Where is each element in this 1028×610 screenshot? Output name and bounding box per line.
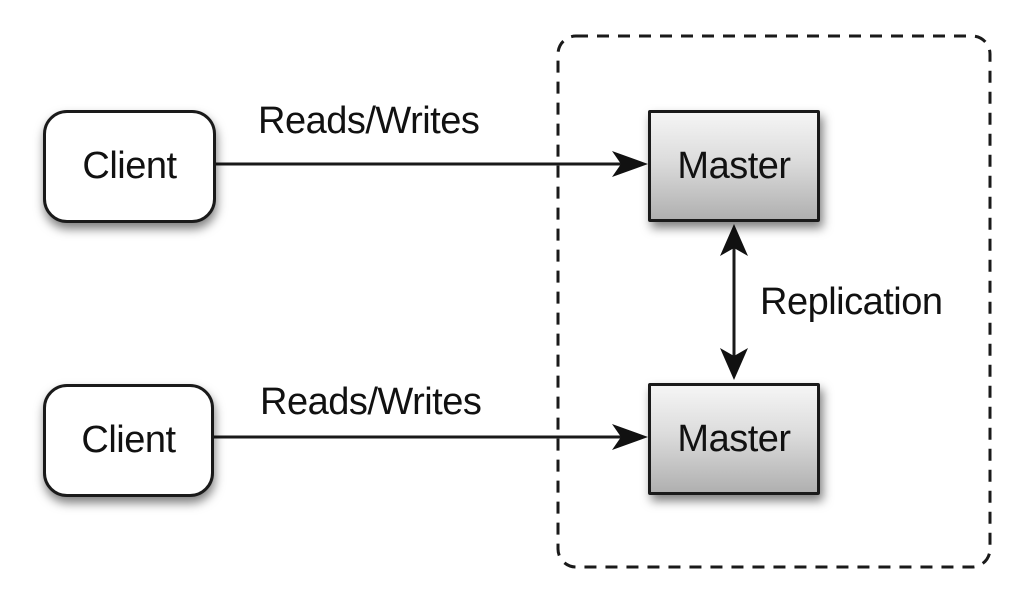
reads-writes-arrow-bottom-head xyxy=(612,424,648,450)
node-master-bottom: Master xyxy=(648,383,820,495)
edge-label-reads-writes-bottom: Reads/Writes xyxy=(260,381,482,423)
edge-label-replication: Replication xyxy=(760,281,943,323)
replication-arrow-head-down xyxy=(720,348,748,380)
node-master-bottom-label: Master xyxy=(677,417,791,460)
node-client-top: Client xyxy=(43,110,216,223)
node-master-top-label: Master xyxy=(677,144,791,187)
reads-writes-arrow-top-head xyxy=(612,151,648,177)
node-client-top-label: Client xyxy=(82,145,177,187)
node-master-top: Master xyxy=(648,110,820,222)
replication-arrow-head-up xyxy=(720,224,748,256)
edge-label-reads-writes-top: Reads/Writes xyxy=(258,100,480,142)
node-client-bottom: Client xyxy=(43,384,214,497)
replication-group-boundary xyxy=(556,34,992,569)
node-client-bottom-label: Client xyxy=(81,419,176,461)
